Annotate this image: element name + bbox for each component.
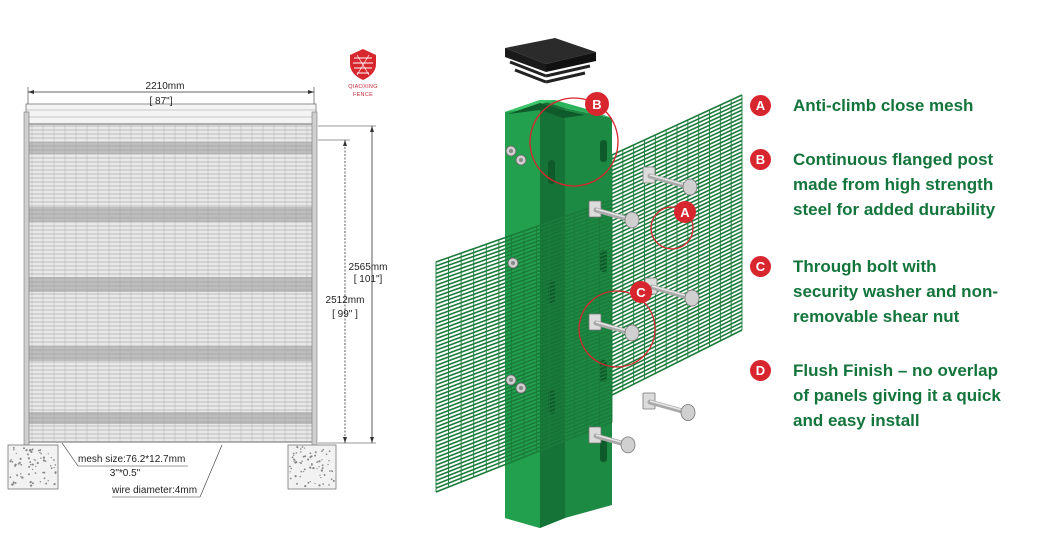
wire-diameter-label: wire diameter:4mm (111, 485, 197, 496)
callout-badge-b: B (585, 92, 609, 116)
feature-text-d: Flush Finish – no overlap of panels givi… (793, 361, 1001, 430)
mesh-size-label: mesh size:76.2*12.7mm (78, 454, 185, 465)
logo-text-line2: FENCE (353, 92, 373, 98)
technical-drawing: 2210mm [ 87"] 2565mm [ 101"] 2512mm [ 99… (7, 81, 388, 498)
height-inner-mm-label: 2512mm (326, 295, 365, 306)
width-mm-label: 2210mm (146, 81, 185, 92)
svg-text:C: C (636, 285, 646, 300)
feature-badge-a: A (750, 95, 771, 116)
width-in-label: [ 87"] (149, 96, 172, 107)
brand-logo: QIAOXING FENCE (348, 49, 378, 98)
callout-circle-c (578, 290, 656, 368)
post-cap (505, 38, 596, 84)
post-illustration: B A C (435, 38, 743, 528)
mesh-size-in-label: 3"*0.5" (110, 468, 141, 479)
concrete-footing-left (7, 444, 59, 490)
feature-badge-c: C (750, 256, 771, 277)
svg-text:A: A (680, 205, 690, 220)
feature-text-c: Through bolt with security washer and no… (793, 257, 998, 326)
feature-badge-d: D (750, 360, 771, 381)
callout-circle-a (650, 206, 694, 250)
height-inner-in-label: [ 99" ] (332, 309, 358, 320)
mesh-panel-right (611, 94, 743, 396)
svg-text:B: B (592, 97, 601, 112)
logo-text-line1: QIAOXING (348, 84, 378, 90)
security-bolts (505, 145, 700, 454)
feature-text-b: Continuous flanged post made from high s… (793, 150, 996, 219)
height-outer-in-label: [ 101"] (354, 274, 383, 285)
feature-badge-b: B (750, 149, 771, 170)
height-outer-mm-label: 2565mm (349, 262, 388, 273)
callout-badge-a: A (674, 201, 696, 223)
shield-logo-icon (350, 49, 376, 80)
feature-text-a: Anti-climb close mesh (793, 96, 974, 115)
concrete-footing-right (287, 444, 337, 490)
callout-badge-c: C (630, 281, 652, 303)
callout-circle-b (529, 97, 619, 187)
